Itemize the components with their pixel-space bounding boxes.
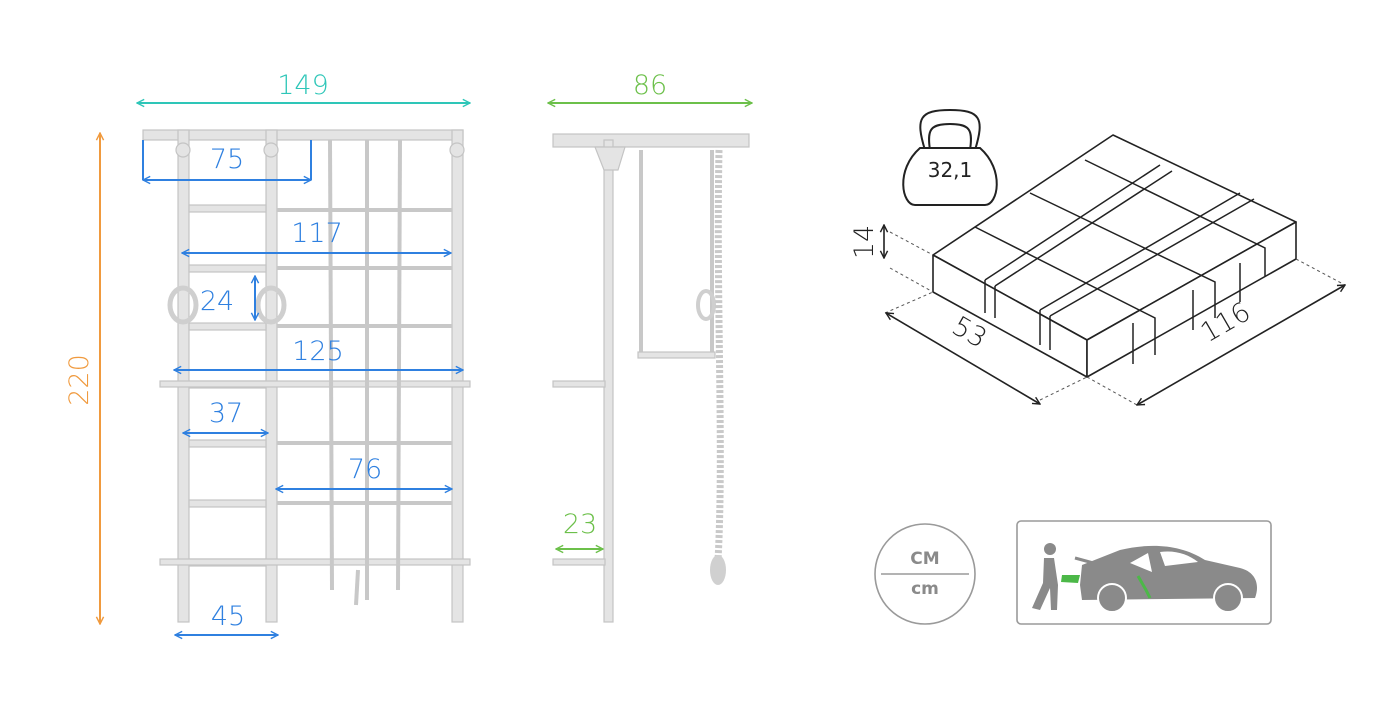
package-height-label: 14 <box>849 225 880 259</box>
ladder-left-rail <box>177 129 190 623</box>
net-span-label: 117 <box>291 218 343 249</box>
weight-label: 32,1 <box>928 158 973 182</box>
climbing-rope <box>714 149 724 561</box>
units-cyrillic: CM <box>910 549 939 569</box>
side-bracket-lower <box>552 558 606 566</box>
wall-bars-front-view <box>142 129 471 623</box>
units-icon: CM cm <box>874 523 976 625</box>
swing-seat <box>637 351 716 359</box>
side-bracket-upper <box>552 380 606 388</box>
net-right-rail <box>451 129 464 623</box>
top-bar <box>142 129 464 141</box>
top-span-label: 75 <box>210 144 244 175</box>
bracket-depth-label: 23 <box>563 509 597 540</box>
ladder-inner-label: 37 <box>209 398 243 429</box>
ladder-width-label: 45 <box>211 601 245 632</box>
wall-brackets <box>159 380 471 566</box>
depth-label: 86 <box>633 70 667 101</box>
units-latin: cm <box>911 579 939 599</box>
side-dimensions: 86 23 <box>548 70 752 549</box>
fits-in-car-icon <box>1016 520 1272 625</box>
ladder-right-rail <box>265 129 278 623</box>
bracket-span-label: 125 <box>292 336 344 367</box>
overall-height-label: 220 <box>64 354 95 406</box>
climbing-net <box>277 139 452 606</box>
net-lower-label: 76 <box>348 454 382 485</box>
swing-ropes <box>639 150 714 355</box>
front-dimensions: 149 220 75 117 24 125 37 76 45 <box>64 70 470 635</box>
side-top-bar <box>552 133 750 148</box>
wall-bars-side-view <box>552 133 750 623</box>
overall-width-label: 149 <box>277 70 329 101</box>
weight-kettlebell-icon: 32,1 <box>902 108 998 206</box>
ring-drop-label: 24 <box>200 286 234 317</box>
